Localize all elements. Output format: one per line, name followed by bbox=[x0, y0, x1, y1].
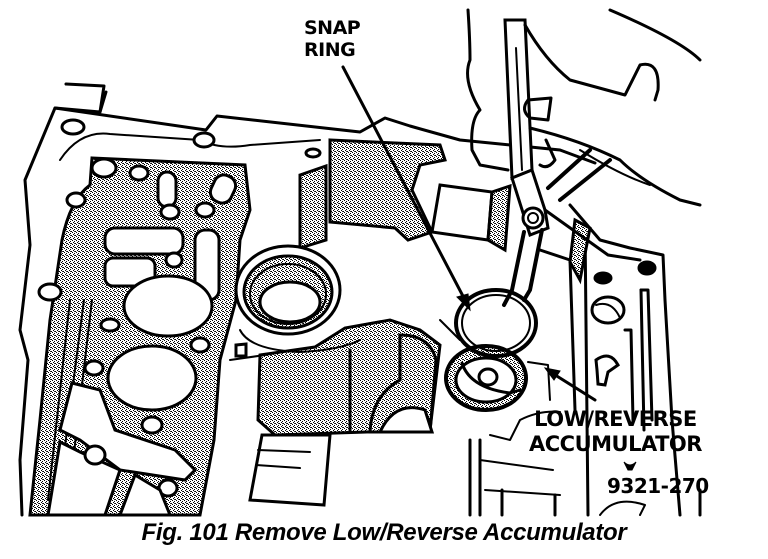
accumulator-bores bbox=[106, 274, 214, 412]
figure-reference-number: 9321-270 bbox=[607, 474, 709, 498]
center-bore bbox=[229, 244, 361, 361]
low-reverse-accumulator-callout: LOW/REVERSE ACCUMULATOR bbox=[529, 407, 702, 457]
bolt-hole bbox=[60, 118, 86, 136]
bore-lower bbox=[106, 344, 198, 412]
accumulator-leader-line bbox=[550, 371, 597, 402]
bolt-hole bbox=[192, 131, 216, 149]
snap-ring-callout: SNAP RING bbox=[304, 17, 361, 61]
center-casting bbox=[248, 138, 447, 507]
accumulator-callout-line1: LOW/REVERSE bbox=[534, 407, 697, 431]
snap-ring-leader-line bbox=[341, 65, 467, 302]
right-valve-body bbox=[538, 203, 682, 517]
snap-ring bbox=[454, 288, 538, 358]
pliers-pivot bbox=[521, 206, 545, 230]
accumulator-callout-line2: ACCUMULATOR bbox=[529, 432, 702, 456]
lower-structure bbox=[468, 410, 702, 517]
label-tick-mark bbox=[623, 461, 637, 471]
pliers-and-hand bbox=[466, 8, 702, 307]
callout-leaders bbox=[341, 65, 597, 402]
lower-left-cutouts bbox=[46, 381, 198, 517]
bore-upper bbox=[122, 274, 214, 338]
accumulator-assembly bbox=[439, 288, 551, 412]
snap-ring-arrowhead bbox=[456, 293, 471, 312]
bolt-hole bbox=[304, 147, 322, 159]
figure-caption: Fig. 101 Remove Low/Reverse Accumulator bbox=[141, 519, 627, 546]
snap-ring-callout-line1: SNAP bbox=[304, 17, 361, 39]
snap-ring-callout-line2: RING bbox=[304, 39, 356, 61]
accumulator-piston bbox=[477, 367, 499, 387]
square-pocket bbox=[430, 183, 512, 253]
accumulator-arrowhead bbox=[543, 367, 561, 381]
